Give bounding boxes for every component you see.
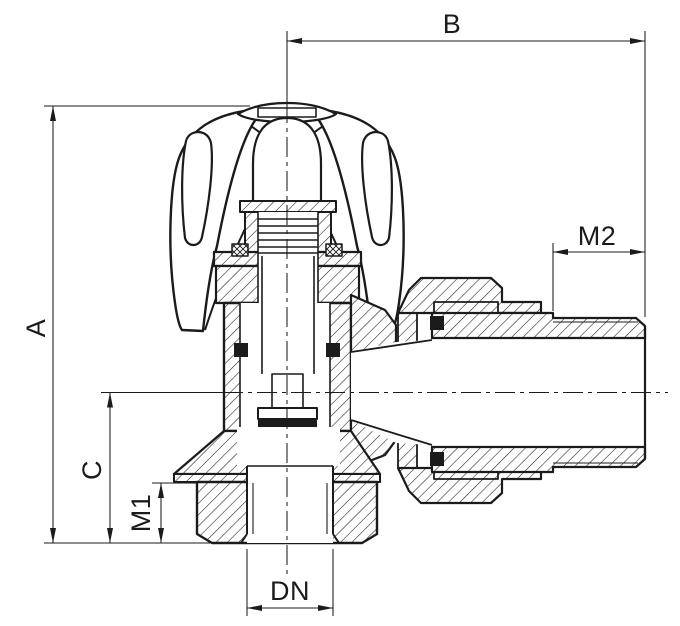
centerlines [223,103,668,578]
union-seal-top [430,316,444,330]
handwheel [169,101,405,333]
handwheel-right-cutout [361,130,393,247]
label-c: C [77,460,107,480]
inlet-bore-walls [240,465,340,544]
stem-o-ring-left [234,343,248,357]
dimension-a [44,105,250,544]
dimension-labels: B M2 A C M1 DN [21,9,616,606]
label-b: B [443,9,462,39]
gland-packing-seal [231,243,343,257]
o-ring-seals [234,316,444,466]
label-dn: DN [270,576,310,606]
inlet-bore [247,466,333,543]
stem-ribs [258,218,318,254]
outlet-pipe [430,311,647,474]
stem-channel-walls [257,212,319,303]
dimension-dn [246,549,334,616]
label-a: A [21,319,51,338]
seat-chamber [237,427,340,466]
stem-o-ring-right [326,343,340,357]
handwheel-left-cutout [181,130,213,247]
outlet-passage [351,340,432,445]
label-m1: M1 [126,494,156,533]
seat-cone-lines [350,339,433,446]
dimensions [44,31,646,616]
dimension-m1 [152,482,197,543]
pipe-thread-lines [553,321,638,464]
union-seal-bottom [430,452,444,466]
valve-geometry [169,101,647,545]
stem-channel [258,212,318,303]
body-chamber-walls [239,303,331,431]
dimension-m2 [552,243,645,311]
dimension-b [286,31,646,317]
inlet-thread-lines [252,483,328,534]
dimension-c [101,391,224,543]
label-m2: M2 [578,221,617,251]
